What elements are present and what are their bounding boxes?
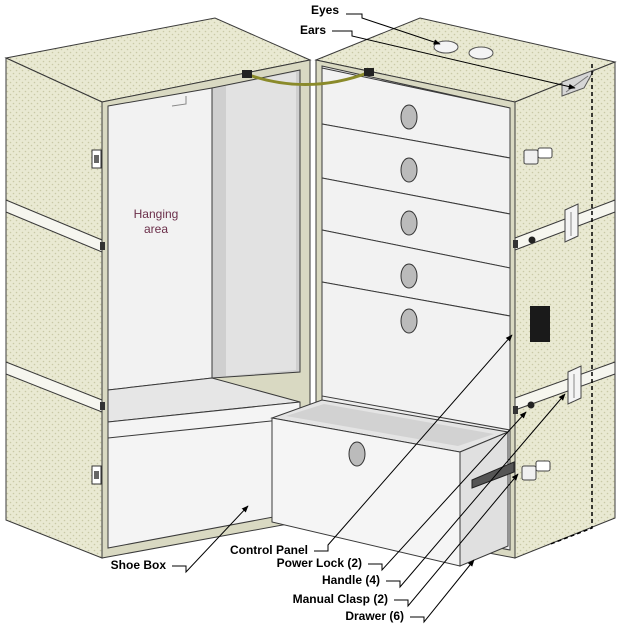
eye-icon (468, 46, 494, 60)
callout-manual-clasp: Manual Clasp (2) (293, 592, 388, 606)
open-drawer-side (459, 431, 509, 567)
control-panel (530, 306, 550, 342)
leader-lines (172, 13, 576, 624)
left-trunk-half (4, 17, 312, 559)
lid-seam (547, 64, 593, 546)
handle-icon (521, 460, 551, 481)
right-trunk-half (270, 17, 617, 567)
power-lock-icon (527, 401, 535, 409)
hanger-hook-icon (171, 96, 187, 107)
left-interior-side-highlight (226, 72, 296, 376)
manual-clasp-icon (567, 365, 582, 405)
callout-drawer: Drawer (6) (345, 609, 404, 623)
callout-ears: Ears (300, 23, 326, 37)
drawer-knob-icon (400, 210, 418, 236)
drawer-knob-icon (400, 308, 418, 334)
open-drawer-inside (286, 404, 494, 446)
side-strap (471, 461, 515, 489)
callout-power-lock: Power Lock (2) (277, 556, 362, 570)
drawer-knob-icon (400, 157, 418, 183)
callout-eyes: Eyes (311, 3, 339, 17)
callout-handle: Handle (4) (322, 573, 380, 587)
callout-shoe-box: Shoe Box (111, 558, 167, 572)
power-lock-icon (528, 236, 536, 244)
drawer-knob-icon (400, 104, 418, 130)
manual-clasp-icon (564, 203, 579, 243)
left-interior-back (107, 87, 213, 391)
handle-icon (523, 147, 553, 165)
hanging-area-label-line2: area (144, 222, 168, 236)
drawer-knob-icon (348, 441, 366, 467)
drawer-knob-icon (400, 263, 418, 289)
callout-control-panel: Control Panel (230, 543, 308, 557)
left-side-panel (5, 57, 103, 559)
hanging-area-label-line1: Hanging (134, 207, 179, 221)
carry-strap (245, 70, 371, 86)
